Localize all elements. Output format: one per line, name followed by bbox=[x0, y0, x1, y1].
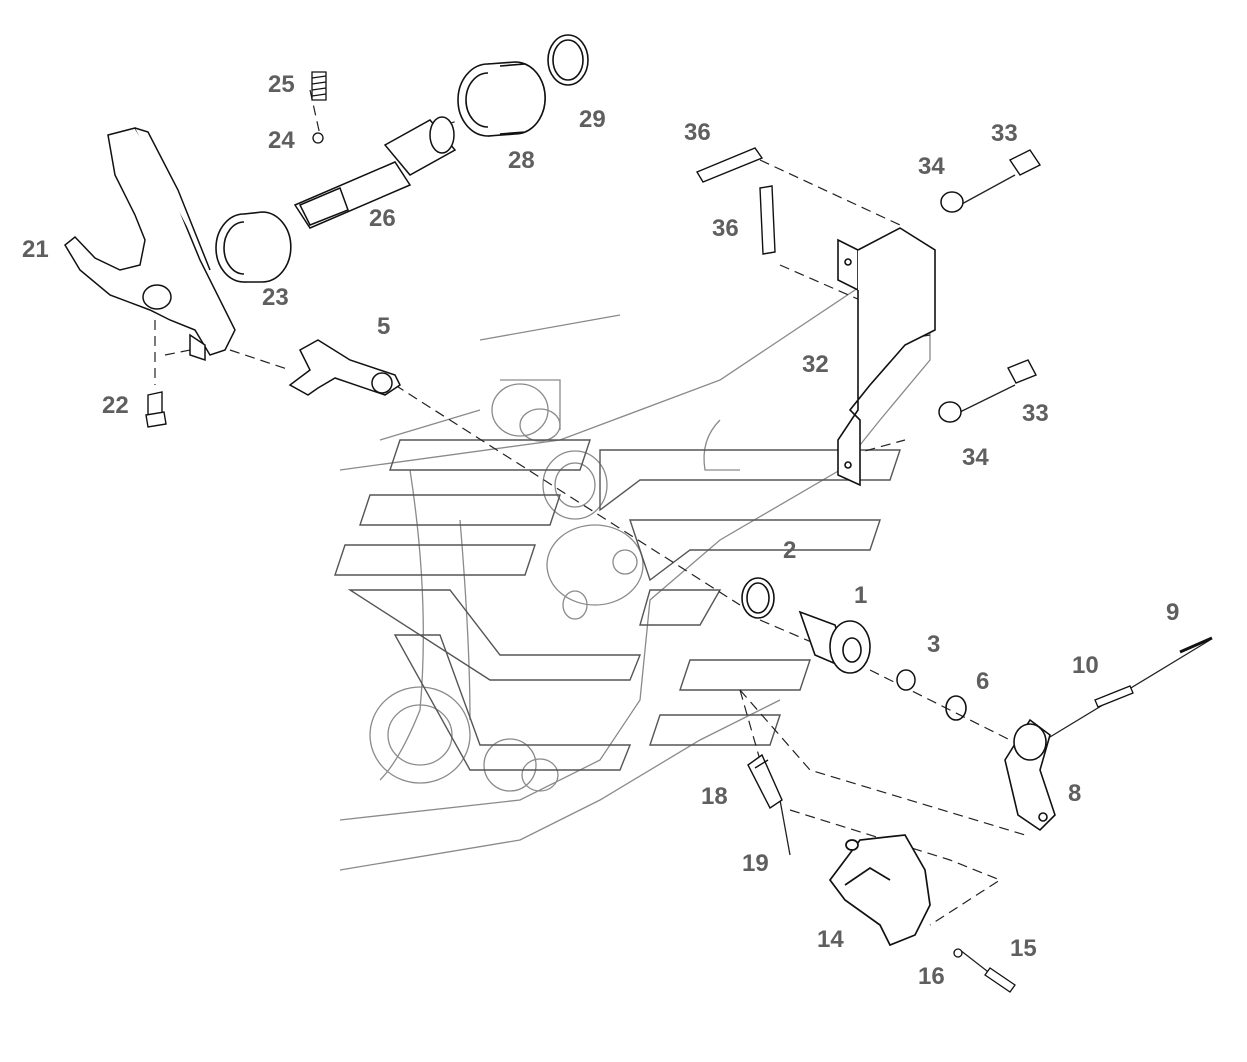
transmission-housing-ghost bbox=[339, 279, 931, 871]
callout-18: 18 bbox=[701, 783, 728, 810]
clip-18 bbox=[747, 753, 783, 810]
piston-28 bbox=[457, 61, 546, 137]
cup-23 bbox=[215, 211, 292, 283]
callout-10: 10 bbox=[1072, 652, 1099, 679]
screw-15 bbox=[984, 967, 1016, 993]
bracket-32 bbox=[837, 227, 936, 487]
ball-24 bbox=[312, 132, 324, 144]
selector-shaft-26 bbox=[293, 116, 457, 229]
washer-16 bbox=[953, 948, 963, 958]
callout-36-lower: 36 bbox=[712, 215, 739, 242]
washer-34-lower bbox=[938, 401, 962, 423]
callout-5: 5 bbox=[377, 313, 391, 340]
callout-2: 2 bbox=[783, 537, 797, 564]
callout-6: 6 bbox=[976, 668, 990, 695]
callout-14: 14 bbox=[817, 926, 844, 953]
pin-9 bbox=[1179, 636, 1213, 654]
pin-10 bbox=[1094, 685, 1134, 708]
screw-33-lower bbox=[1007, 359, 1037, 384]
callout-9: 9 bbox=[1166, 599, 1180, 626]
housing-14 bbox=[828, 834, 931, 947]
callout-21: 21 bbox=[22, 236, 49, 263]
shift-fork-21 bbox=[64, 127, 236, 362]
callout-28: 28 bbox=[508, 147, 535, 174]
pads-36 bbox=[695, 147, 776, 255]
screw-33-upper bbox=[1008, 149, 1042, 176]
washer-34-upper bbox=[940, 191, 964, 213]
callout-29: 29 bbox=[579, 106, 606, 133]
callout-34-upper: 34 bbox=[918, 153, 945, 180]
bushing-1 bbox=[798, 610, 871, 674]
ring-2 bbox=[741, 577, 775, 619]
callout-26: 26 bbox=[369, 205, 396, 232]
washer-3 bbox=[896, 669, 916, 691]
callout-25: 25 bbox=[268, 71, 295, 98]
lever-8 bbox=[1004, 718, 1056, 832]
callout-3: 3 bbox=[927, 631, 941, 658]
callout-8: 8 bbox=[1068, 780, 1082, 807]
snap-ring-29 bbox=[547, 34, 589, 86]
callout-32: 32 bbox=[802, 351, 829, 378]
callout-19: 19 bbox=[742, 850, 769, 877]
callout-15: 15 bbox=[1010, 935, 1037, 962]
callout-36-upper: 36 bbox=[684, 119, 711, 146]
callout-16: 16 bbox=[918, 963, 945, 990]
callout-1: 1 bbox=[854, 582, 868, 609]
lever-5 bbox=[288, 339, 401, 396]
spring-25 bbox=[311, 71, 327, 101]
callout-24: 24 bbox=[268, 127, 295, 154]
watermark-outline bbox=[334, 439, 901, 771]
bolt-22 bbox=[145, 391, 167, 428]
callout-23: 23 bbox=[262, 284, 289, 311]
callout-22: 22 bbox=[102, 392, 129, 419]
callout-33-upper: 33 bbox=[991, 120, 1018, 147]
ring-6 bbox=[945, 695, 967, 721]
callout-33-lower: 33 bbox=[1022, 400, 1049, 427]
callout-34-lower: 34 bbox=[962, 444, 989, 471]
assembly-axes bbox=[154, 89, 1026, 926]
